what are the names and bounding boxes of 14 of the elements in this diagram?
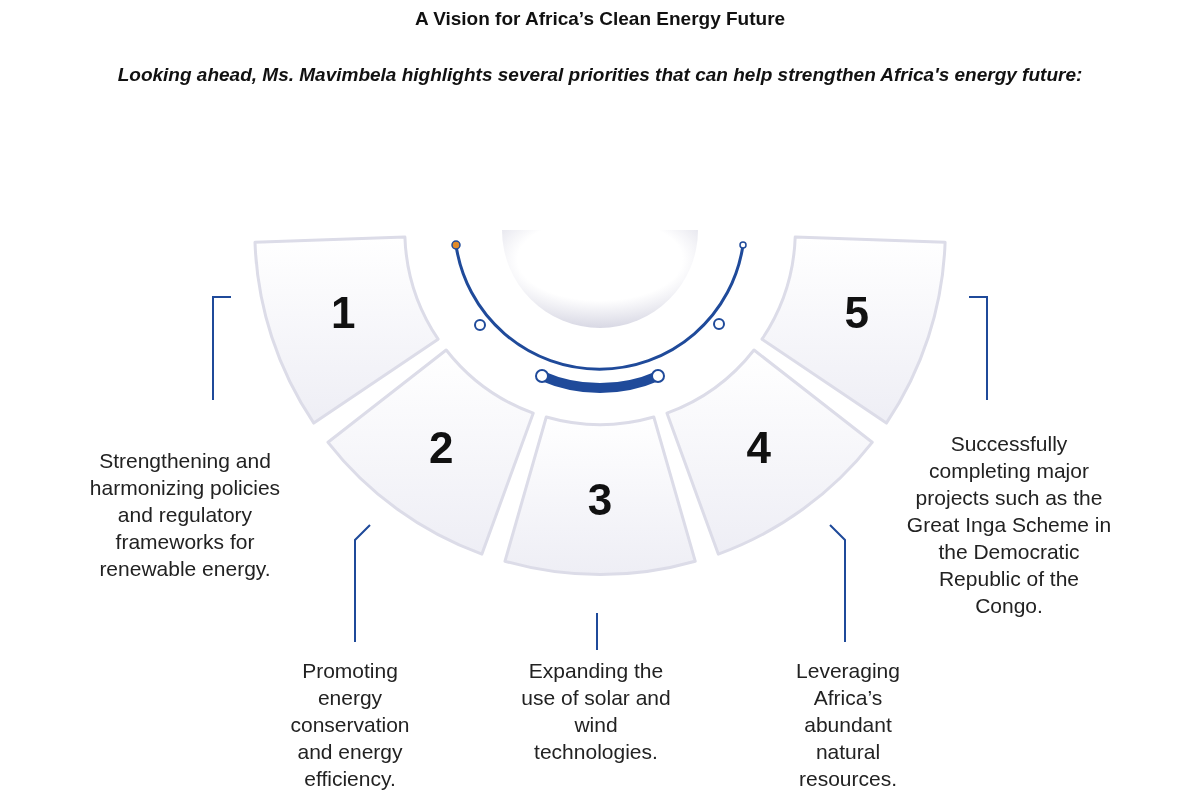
step-number: 2: [429, 423, 454, 474]
title: A Vision for Africa’s Clean Energy Future: [413, 8, 787, 30]
description-text: Promoting energy conservation and energy efficiency.: [289, 658, 411, 792]
step-number: 4: [746, 423, 771, 474]
description-text: Leveraging Africa’s abundant natural resources.: [795, 658, 901, 792]
fan-segment: [324, 346, 538, 559]
description-text: Successfully completing major projects such as the Great Inga Scheme in the Democratic Republic of the Congo.: [906, 431, 1112, 619]
description-text: Expanding the use of solar and wind technologies.: [520, 658, 672, 765]
fan-segment: [500, 413, 700, 579]
description-text: Strengthening and harmonizing policies and regulatory frameworks for renewable energy.: [88, 448, 282, 582]
step-number: 1: [330, 288, 356, 339]
step-number: 3: [587, 475, 613, 525]
subtitle: Looking ahead, Ms. Mavimbela highlights several priorities that can help strengthen Africa's energy future:: [116, 63, 1084, 87]
step-number: 5: [844, 288, 869, 339]
